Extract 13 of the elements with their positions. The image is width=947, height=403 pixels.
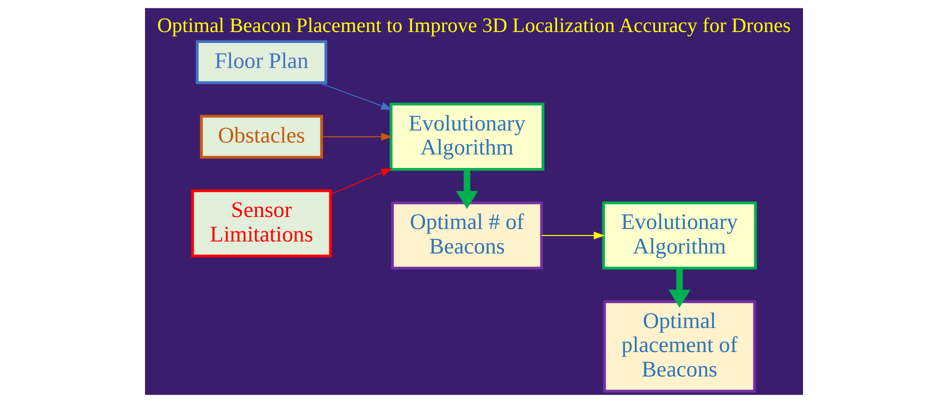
node-box: Sensor Limitations xyxy=(190,189,332,258)
node-box: Evolutionary Algorithm xyxy=(602,202,756,270)
diagram-title: Optimal Beacon Placement to Improve 3D Localization Accuracy for Drones xyxy=(156,14,790,37)
node-box: Floor Plan xyxy=(195,40,327,84)
arrow xyxy=(320,132,392,141)
node-box: Optimal placement of Beacons xyxy=(602,300,756,393)
arrow xyxy=(456,169,478,209)
arrow xyxy=(540,232,604,240)
arrow xyxy=(668,268,690,308)
node-box: Optimal # of Beacons xyxy=(390,202,542,270)
node-box: Evolutionary Algorithm xyxy=(389,102,544,171)
arrow xyxy=(330,168,392,195)
node-box: Obstacles xyxy=(199,114,323,159)
